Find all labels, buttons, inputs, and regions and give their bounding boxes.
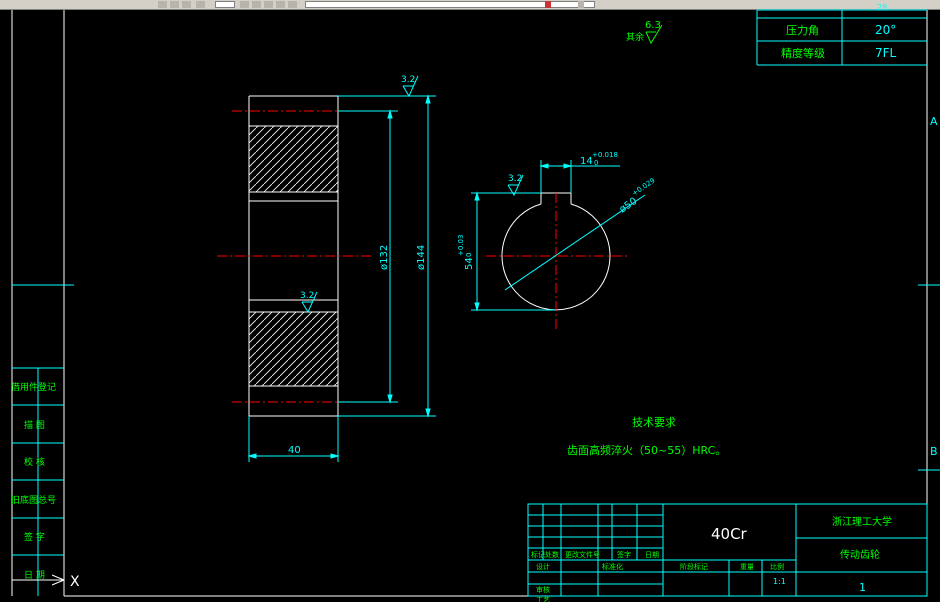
zone-markers — [918, 284, 940, 471]
toolbar-icon[interactable] — [288, 1, 297, 8]
left-strip-item-2: 校 核 — [24, 456, 45, 468]
title-block-school: 浙江理工大学 — [832, 515, 892, 528]
zone-label-b: B — [930, 445, 938, 458]
color-swatch[interactable] — [545, 1, 551, 8]
title-block-material: 40Cr — [711, 525, 748, 543]
left-strip-item-3: 旧底图总号 — [11, 494, 56, 506]
tip-diameter-dim: ø144 — [416, 245, 427, 270]
toolbar-icon[interactable] — [182, 1, 191, 8]
left-strip-item-1: 描 图 — [24, 419, 45, 431]
key-depth-dim: 54 — [464, 257, 475, 270]
title-block-row-2: 工艺 — [536, 596, 550, 602]
left-strip — [12, 284, 74, 596]
title-block-ratio: 比例 — [770, 562, 784, 571]
toolbar-icon[interactable] — [196, 1, 205, 8]
bore-dimensions — [471, 160, 646, 312]
keyway-roughness-value: 3.2 — [508, 174, 522, 184]
gear-table-value-1: 7FL — [875, 46, 897, 60]
ucs-icon — [12, 574, 65, 586]
bore-diameter-tol: +0.029 — [631, 177, 657, 198]
title-block-stage-mark: 阶段标记 — [680, 562, 708, 571]
title-block-part-name: 传动齿轮 — [840, 548, 880, 561]
tech-req-line1: 齿面高频淬火（50~55）HRC。 — [567, 443, 726, 457]
top-toolbar-strip — [0, 0, 940, 10]
left-strip-item-4: 签 字 — [24, 531, 45, 543]
gear-table-label-1: 精度等级 — [781, 46, 825, 60]
title-block-standardize: 标准化 — [602, 562, 623, 571]
title-block — [527, 503, 928, 597]
toolbar-icon[interactable] — [264, 1, 273, 8]
title-block-sheet: 1 — [859, 581, 866, 594]
key-depth-tol-low: 0 — [465, 253, 473, 257]
general-roughness-label: 其余 — [626, 31, 644, 43]
title-block-col-3: 签字 — [617, 550, 631, 559]
dropdown-arrow-icon[interactable] — [578, 1, 584, 8]
layer-dropdown[interactable] — [215, 1, 235, 8]
left-strip-item-5: 日 期 — [24, 570, 45, 581]
tech-req-title: 技术要求 — [632, 416, 676, 429]
left-strip-item-0: 借用件登记 — [11, 381, 56, 393]
title-block-weight: 重量 — [740, 563, 754, 571]
toolbar-icon[interactable] — [158, 1, 167, 8]
drawing-frame — [11, 10, 928, 597]
bore-roughness-value: 3.2 — [300, 291, 314, 301]
title-block-row-1: 审核 — [536, 585, 550, 594]
gear-table-value-0: 20° — [875, 23, 896, 37]
ucs-x-label: X — [70, 574, 80, 590]
bore-diameter-dim: ø50 — [618, 196, 640, 216]
gear-section-centerlines — [217, 110, 372, 403]
title-block-col-0: 标记 — [531, 550, 545, 559]
key-depth-tol-high: +0.03 — [457, 235, 465, 256]
toolbar-icon[interactable] — [252, 1, 261, 8]
key-width-dim: 14 — [580, 156, 593, 167]
gear-table-top-value: 28 — [877, 3, 887, 12]
toolbar-icon[interactable] — [170, 1, 179, 8]
zone-label-a: A — [930, 115, 938, 128]
toolbar-icon[interactable] — [276, 1, 285, 8]
bore-centerlines — [486, 193, 627, 330]
title-block-col-4: 日期 — [645, 551, 659, 559]
width-dim: 40 — [288, 445, 301, 456]
roughness-symbol-icon — [301, 75, 524, 314]
roughness-symbol-icon — [645, 24, 663, 45]
title-block-col-2: 更改文件号 — [565, 550, 600, 559]
gear-table-label-0: 压力角 — [786, 24, 819, 37]
key-width-tol-low: 0 — [594, 159, 598, 167]
linetype-dropdown[interactable] — [305, 1, 595, 8]
side-roughness-value: 3.2 — [401, 75, 415, 85]
title-block-scale: 1:1 — [773, 577, 786, 586]
root-diameter-dim: ø132 — [379, 245, 390, 270]
title-block-col-1: 处数 — [545, 550, 559, 559]
section-dimensions — [247, 94, 436, 462]
general-roughness-value: 6.3 — [645, 20, 661, 31]
toolbar-icon[interactable] — [240, 1, 249, 8]
title-block-row-0: 设计 — [536, 562, 550, 571]
key-width-tol-high: +0.018 — [592, 151, 618, 159]
gear-param-table — [756, 9, 927, 66]
